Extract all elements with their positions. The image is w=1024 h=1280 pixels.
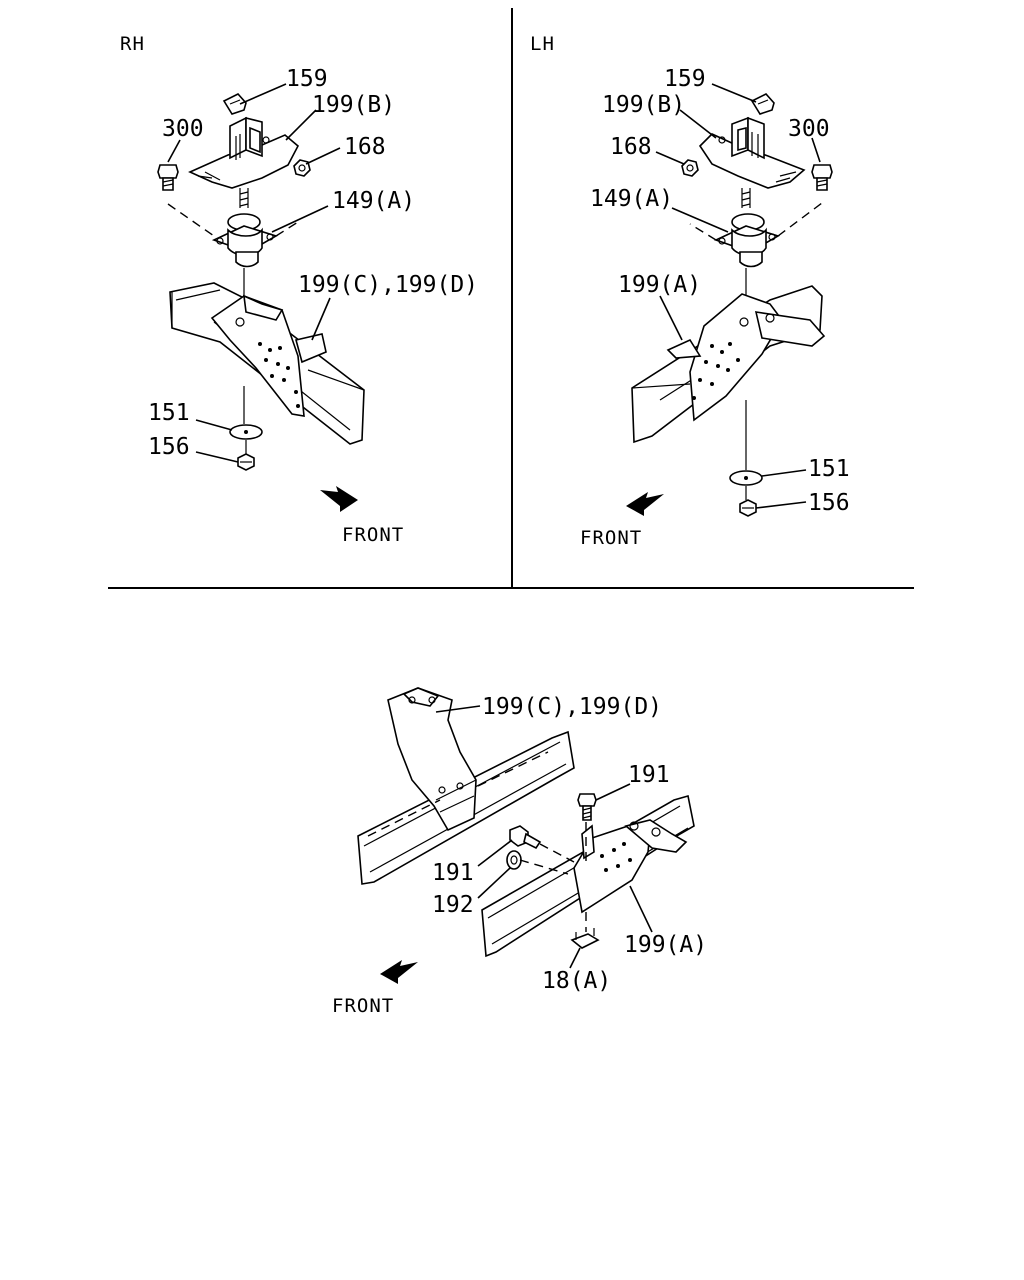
lh-label-151: 151 — [808, 456, 850, 482]
lh-panel: LH — [530, 33, 850, 549]
rh-bolt-300 — [157, 164, 179, 191]
lh-clip-159 — [750, 93, 775, 115]
bottom-leader-192 — [477, 867, 511, 899]
rh-title: RH — [120, 33, 145, 55]
lh-leader-300 — [811, 137, 821, 163]
rh-clip-159 — [222, 93, 247, 115]
lh-bolt-300 — [811, 164, 833, 191]
rh-nut-168 — [293, 159, 311, 177]
lh-label-300: 300 — [788, 116, 830, 142]
lh-nut-156 — [739, 499, 757, 517]
rh-label-151: 151 — [148, 400, 190, 426]
lh-label-199b: 199(B) — [602, 92, 685, 118]
bottom-front-arrow-icon — [380, 960, 418, 984]
bottom-bracket-199cd — [387, 687, 477, 832]
bottom-leader-18a — [569, 947, 581, 969]
bottom-leader-199a — [629, 885, 653, 933]
bottom-bolt-191-top — [577, 793, 597, 821]
bottom-label-199cd: 199(C),199(D) — [482, 694, 662, 720]
rh-leader-168 — [305, 147, 341, 165]
rh-leader-300 — [167, 139, 181, 163]
rh-label-199b: 199(B) — [312, 92, 395, 118]
lh-label-159: 159 — [664, 66, 706, 92]
rh-front-label: FRONT — [342, 524, 404, 546]
bottom-front-label: FRONT — [332, 995, 394, 1017]
rh-label-156: 156 — [148, 434, 190, 460]
lh-label-156: 156 — [808, 490, 850, 516]
lh-leader-199b — [679, 109, 717, 139]
rh-mount-149a — [211, 213, 278, 268]
lh-washer-151 — [729, 470, 763, 486]
rh-label-159: 159 — [286, 66, 328, 92]
rh-label-300: 300 — [162, 116, 204, 142]
rh-leader-149a — [271, 205, 329, 233]
lh-bracket-199b — [698, 116, 806, 189]
rh-leader-199cd — [311, 297, 331, 341]
rh-label-149a: 149(A) — [332, 188, 415, 214]
lh-front-label: FRONT — [580, 527, 642, 549]
rh-label-199cd: 199(C),199(D) — [298, 272, 478, 298]
bottom-washer-192 — [506, 850, 522, 870]
lh-leader-168 — [655, 151, 685, 165]
rh-leader-156 — [195, 451, 239, 463]
rh-front-arrow-icon — [320, 486, 358, 512]
bottom-panel: 199(C),199(D) 191 191 192 199(A) 18(A) F… — [332, 687, 707, 1017]
bottom-bolt-191-left — [509, 825, 542, 850]
bottom-label-191-left: 191 — [432, 860, 474, 886]
lh-title: LH — [530, 33, 555, 55]
bottom-label-18a: 18(A) — [542, 968, 611, 994]
rh-label-168: 168 — [344, 134, 386, 160]
lh-label-199a: 199(A) — [618, 272, 701, 298]
rh-bracket-199b — [188, 116, 300, 189]
bottom-label-192: 192 — [432, 892, 474, 918]
lh-leader-156 — [755, 501, 807, 509]
rh-panel: RH — [120, 33, 478, 546]
rh-leader-199b — [285, 109, 317, 141]
bottom-bracket-199a — [573, 819, 688, 914]
bottom-label-199a: 199(A) — [624, 932, 707, 958]
bottom-leader-191-top — [595, 783, 631, 801]
bottom-leader-199cd — [435, 705, 481, 713]
lh-nut-168 — [681, 159, 699, 177]
bottom-leader-191-left — [477, 839, 513, 867]
lh-label-149a: 149(A) — [590, 186, 673, 212]
lh-front-arrow-icon — [626, 492, 664, 516]
rh-leader-159 — [239, 83, 287, 105]
lh-leader-199a — [659, 295, 683, 341]
lh-bracket-199a — [666, 293, 826, 422]
rh-nut-156 — [237, 453, 255, 471]
rh-leader-151 — [195, 419, 233, 431]
rh-bracket-199cd — [210, 294, 327, 417]
bottom-clip-18a — [570, 928, 600, 949]
lh-leader-159 — [711, 83, 757, 103]
lh-label-168: 168 — [610, 134, 652, 160]
bottom-label-191-top: 191 — [628, 762, 670, 788]
lh-mount-149a — [713, 213, 780, 268]
lh-leader-149a — [671, 207, 729, 233]
lh-leader-151 — [761, 469, 807, 477]
rh-washer-151 — [229, 424, 263, 440]
